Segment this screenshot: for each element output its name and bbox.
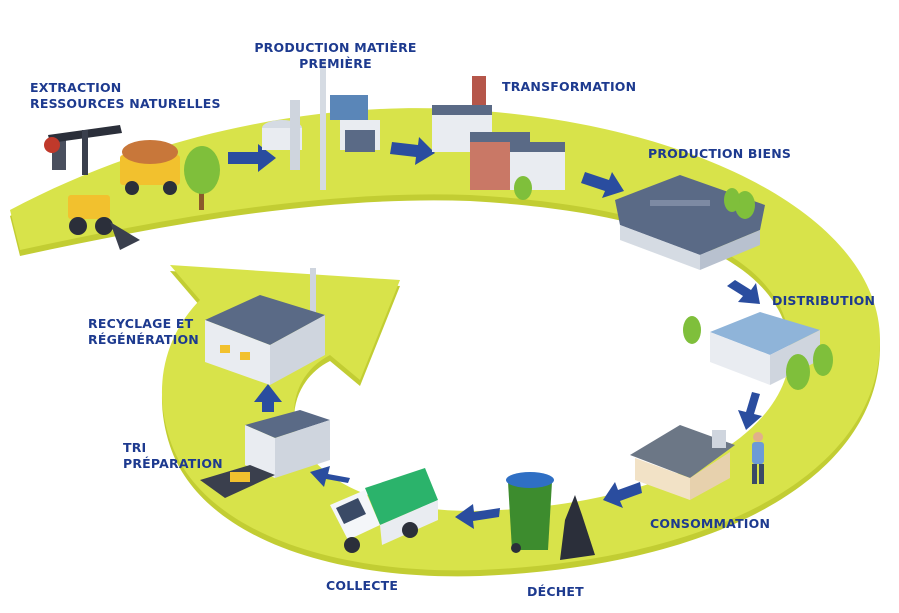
label-distribution: DISTRIBUTION <box>772 293 875 309</box>
label-extraction-line1: EXTRACTION <box>30 80 122 95</box>
label-transformation-line1: TRANSFORMATION <box>502 79 637 94</box>
refinery-plant-icon <box>262 60 380 190</box>
label-tri: TRI PRÉPARATION <box>123 440 223 472</box>
oil-pump-excavator-icon <box>44 125 180 250</box>
arrow-tri-to-recyclage <box>254 384 282 412</box>
house-consumer-icon <box>630 425 764 500</box>
trash-bin-bag-icon <box>506 472 595 560</box>
label-production-biens: PRODUCTION BIENS <box>648 146 791 162</box>
processing-factory-icon <box>432 76 565 200</box>
arrow-production-to-transformation <box>390 137 435 165</box>
label-extraction-line2: RESSOURCES NATURELLES <box>30 96 221 111</box>
arrow-transformation-to-biens <box>581 172 624 198</box>
label-production-biens-line1: PRODUCTION BIENS <box>648 146 792 161</box>
arrow-biens-to-distribution <box>727 280 760 304</box>
tree-icon <box>184 146 220 210</box>
label-tri-line1: TRI <box>123 440 147 455</box>
label-collecte: COLLECTE <box>326 578 398 594</box>
arrow-distribution-to-consommation <box>738 392 762 430</box>
label-dechet-line1: DÉCHET <box>527 584 584 599</box>
label-recyclage-line2: RÉGÉNÉRATION <box>88 332 199 347</box>
arrow-consommation-to-dechet <box>603 482 642 508</box>
label-production-matiere-line2: PREMIÈRE <box>299 56 372 71</box>
sorting-center-icon <box>200 410 330 498</box>
label-collecte-line1: COLLECTE <box>326 578 399 593</box>
recycling-factory-icon <box>205 268 325 385</box>
garbage-truck-icon <box>330 468 438 553</box>
label-production-matiere: PRODUCTION MATIÈRE PREMIÈRE <box>248 40 423 72</box>
label-recyclage-line1: RECYCLAGE ET <box>88 316 194 331</box>
label-tri-line2: PRÉPARATION <box>123 456 223 471</box>
label-recyclage: RECYCLAGE ET RÉGÉNÉRATION <box>88 316 199 348</box>
label-transformation: TRANSFORMATION <box>502 79 636 95</box>
arrow-dechet-to-collecte <box>455 504 500 529</box>
label-consommation-line1: CONSOMMATION <box>650 516 771 531</box>
label-dechet: DÉCHET <box>527 584 584 600</box>
arrow-extraction-to-production <box>228 144 276 172</box>
flow-arrows <box>228 137 762 529</box>
label-distribution-line1: DISTRIBUTION <box>772 293 876 308</box>
label-production-matiere-line1: PRODUCTION MATIÈRE <box>254 40 417 55</box>
warehouse-store-icon <box>683 312 833 390</box>
label-extraction: EXTRACTION RESSOURCES NATURELLES <box>30 80 221 112</box>
label-consommation: CONSOMMATION <box>650 516 770 532</box>
arrow-collecte-to-tri <box>310 466 350 487</box>
manufacturing-plant-icon <box>615 175 765 270</box>
